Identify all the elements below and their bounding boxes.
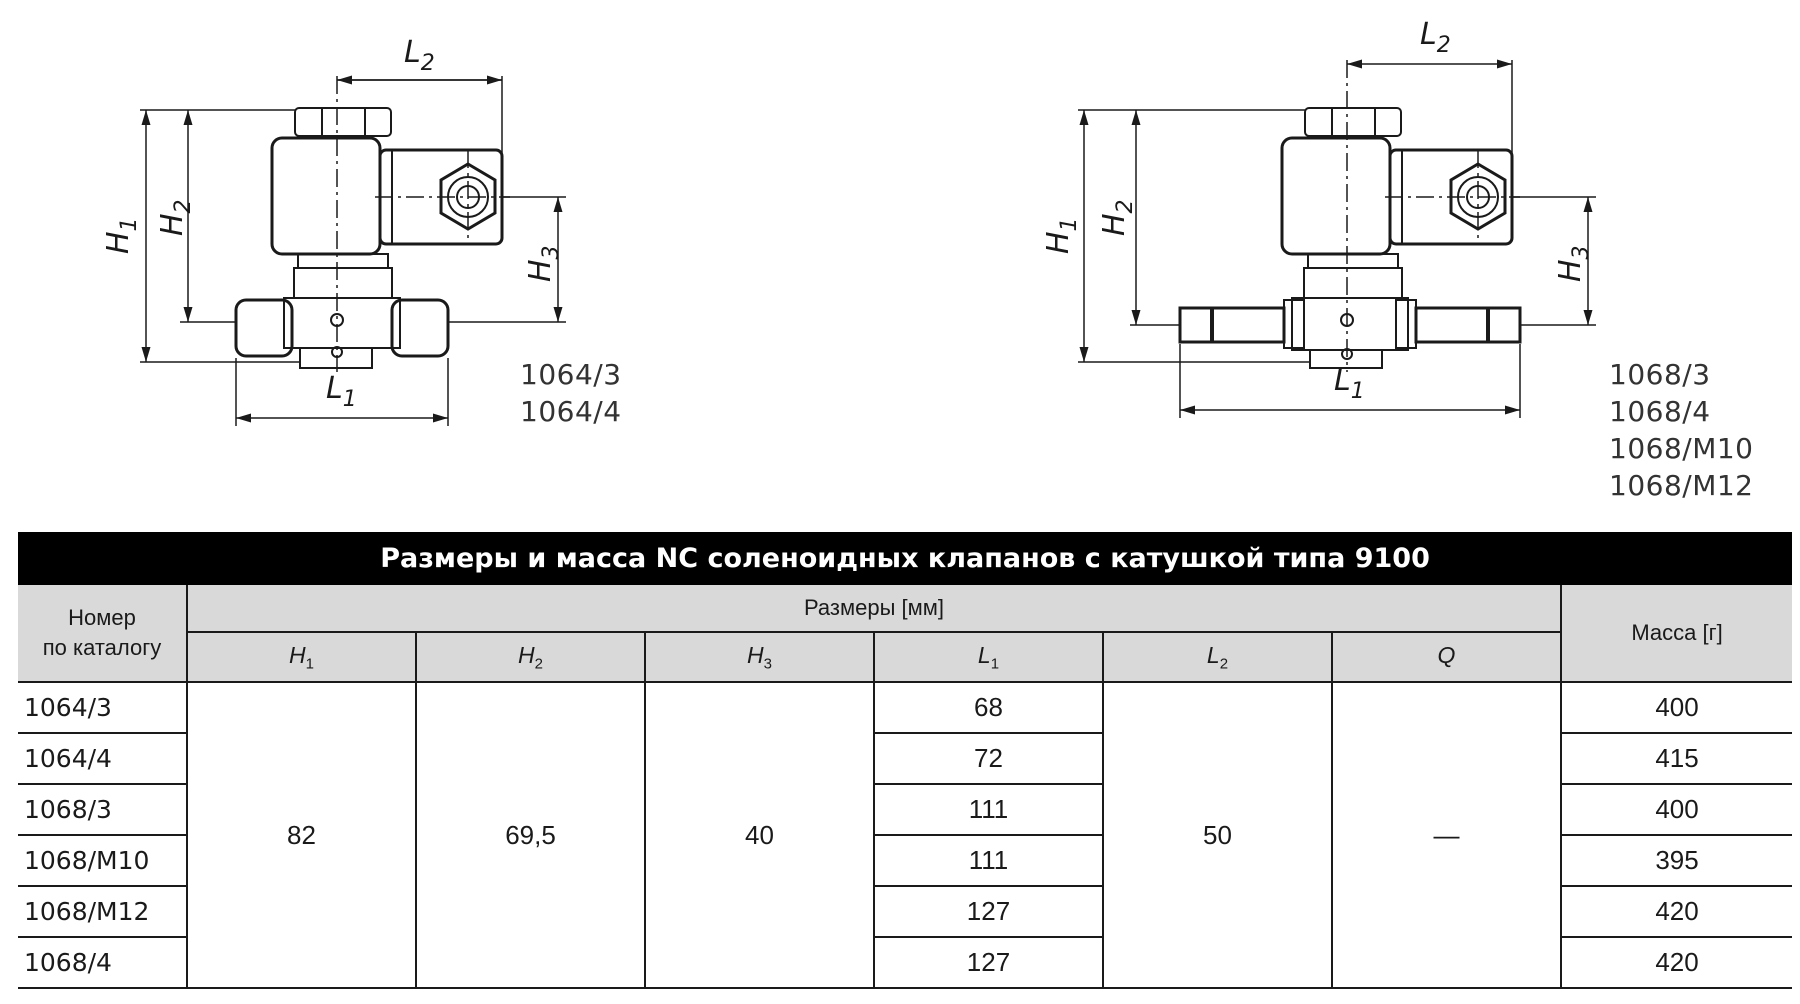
table-row: 1068/M12 127 420	[18, 886, 1793, 938]
mass-header: Масса [г]	[1559, 585, 1793, 683]
col-header-h3: H3	[644, 632, 874, 683]
q-value: —	[1331, 682, 1562, 989]
catalog-cell: 1068/M10	[18, 835, 187, 887]
h2-value: 69,5	[415, 682, 645, 989]
dim-label-l2-right: L2	[1420, 17, 1451, 58]
table-row: 1064/4 72 415	[18, 733, 1793, 785]
l1-cell: 68	[873, 682, 1103, 734]
dim-label-l1-right: L1	[1334, 363, 1365, 404]
table-row: 1064/3 82 69,5 40 68 50 — 400	[18, 682, 1793, 989]
l1-cell: 111	[873, 835, 1103, 887]
dim-label-h2-right: H2	[1097, 199, 1138, 236]
mass-cell: 420	[1559, 886, 1793, 938]
table-row: 1068/4 127 420	[18, 937, 1793, 989]
valve-1068-drawing	[1078, 59, 1596, 418]
mass-cell: 400	[1559, 682, 1793, 734]
l1-cell: 111	[873, 784, 1103, 836]
model-label: 1068/M12	[1609, 469, 1754, 502]
left-model-list: 1064/3 1064/4	[520, 356, 622, 430]
catalog-header: Номер по каталогу	[18, 585, 187, 683]
dim-label-h2: H2	[155, 199, 196, 236]
dim-label-h3-right: H3	[1553, 245, 1594, 282]
catalog-header-line2: по каталогу	[42, 635, 162, 660]
model-label: 1068/M10	[1609, 432, 1754, 465]
col-header-q: Q	[1331, 632, 1561, 683]
model-label: 1064/4	[520, 395, 622, 428]
h3-value: 40	[644, 682, 874, 989]
model-label: 1068/3	[1609, 358, 1711, 391]
model-label: 1068/4	[1609, 395, 1711, 428]
spec-table: Размеры и масса NC соленоидных клапанов …	[18, 532, 1793, 989]
l1-cell: 127	[873, 886, 1103, 938]
dim-label-h3: H3	[523, 245, 564, 282]
catalog-cell: 1068/4	[18, 937, 187, 989]
mass-cell: 395	[1559, 835, 1793, 887]
valve-drawings: L2 L1 H1 H2 H3	[101, 17, 1596, 426]
col-header-h2: H2	[415, 632, 645, 683]
dims-header: Размеры [мм]	[186, 585, 1561, 633]
col-header-l2: L2	[1102, 632, 1332, 683]
l1-cell: 127	[873, 937, 1103, 989]
mass-cell: 415	[1559, 733, 1793, 785]
model-label: 1064/3	[520, 358, 622, 391]
mass-cell: 400	[1559, 784, 1793, 836]
catalog-cell: 1068/3	[18, 784, 187, 836]
l2-value: 50	[1102, 682, 1332, 989]
table-row: 1068/3 111 400	[18, 784, 1793, 836]
col-header-l1: L1	[873, 632, 1103, 683]
l1-cell: 72	[873, 733, 1103, 785]
dim-label-l1: L1	[326, 371, 357, 412]
valve-1064-drawing	[140, 75, 566, 426]
dim-label-h1: H1	[101, 217, 142, 254]
catalog-cell: 1064/3	[18, 682, 187, 734]
catalog-cell: 1068/M12	[18, 886, 187, 938]
dim-label-l2: L2	[404, 35, 435, 76]
col-header-h1: H1	[186, 632, 416, 683]
mass-cell: 420	[1559, 937, 1793, 989]
table-title: Размеры и масса NC соленоидных клапанов …	[18, 532, 1793, 585]
dim-label-h1-right: H1	[1041, 217, 1082, 254]
right-model-list: 1068/3 1068/4 1068/M10 1068/M12	[1609, 356, 1753, 504]
table-row: 1068/M10 111 395	[18, 835, 1793, 887]
catalog-header-line1: Номер	[68, 605, 136, 630]
h1-value: 82	[186, 682, 416, 989]
catalog-cell: 1064/4	[18, 733, 187, 785]
